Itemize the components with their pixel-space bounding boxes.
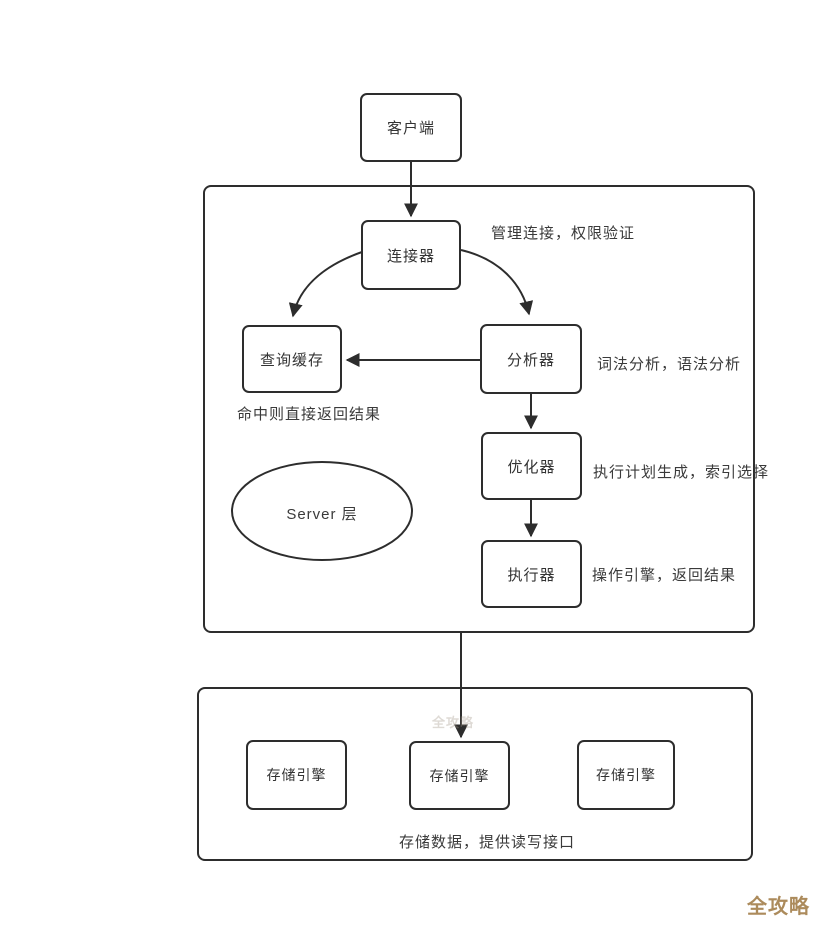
note-storage: 存储数据，提供读写接口: [399, 834, 576, 851]
note-optimizer: 执行计划生成，索引选择: [593, 464, 770, 481]
note-executor: 操作引擎，返回结果: [592, 567, 737, 584]
server-layer-container: [203, 185, 755, 633]
server-layer-label: Server 层: [286, 506, 358, 523]
note-connector: 管理连接，权限验证: [491, 225, 636, 242]
arrow-connector-to-analyzer: [460, 249, 534, 316]
node-storage-engine-2: 存储引擎: [409, 741, 510, 810]
note-query-cache: 命中则直接返回结果: [237, 406, 382, 423]
server-layer-ellipse: [231, 461, 413, 561]
storage-layer-container: [197, 687, 753, 861]
node-query-cache: 查询缓存: [242, 325, 342, 393]
node-executor: 执行器: [481, 540, 582, 608]
node-connector: 连接器: [361, 220, 461, 290]
node-storage-engine-3: 存储引擎: [577, 740, 675, 810]
watermark-faint: 全攻略: [432, 715, 475, 730]
node-client: 客户端: [360, 93, 462, 162]
node-storage-engine-1: 存储引擎: [246, 740, 347, 810]
note-analyzer: 词法分析，语法分析: [597, 356, 742, 373]
node-optimizer: 优化器: [481, 432, 582, 500]
watermark-logo: 全攻略: [747, 896, 810, 918]
arrow-connector-to-query-cache: [288, 251, 363, 318]
node-analyzer: 分析器: [480, 324, 582, 394]
